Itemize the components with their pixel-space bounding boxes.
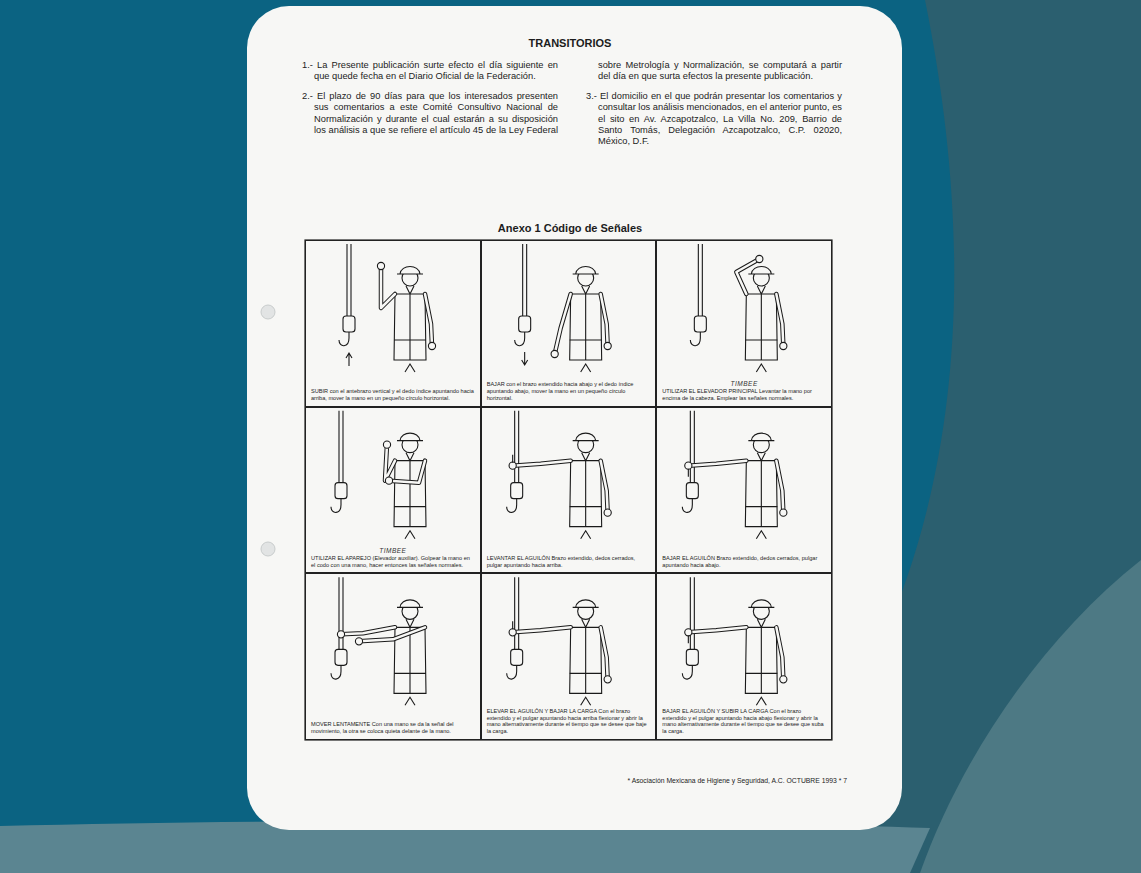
- signal-caption: BAJAR EL AGUILÓN Brazo extendido, dedos …: [657, 555, 831, 573]
- signal-caption: MOVER LENTAMENTE Con una mano se da la s…: [306, 721, 480, 739]
- signal-cell: TIMBEEUTILIZAR EL ELEVADOR PRINCIPAL Lev…: [656, 240, 832, 407]
- signal-figure: [507, 411, 612, 539]
- signal-caption: ELEVAR EL AGUILÓN Y BAJAR LA CARGA Con e…: [482, 708, 656, 739]
- annex-title: Anexo 1 Código de Señales: [300, 222, 840, 234]
- signal-figure: [682, 577, 787, 705]
- signal-figure: [331, 577, 426, 705]
- signal-cell: TIMBEEUTILIZAR EL APAREJO (Elevador auxi…: [305, 407, 481, 574]
- signal-caption: UTILIZAR EL ELEVADOR PRINCIPAL Levantar …: [657, 388, 831, 406]
- transitory-paragraph: 1.- La Presente publicación surte efecto…: [302, 60, 558, 82]
- signal-caption: UTILIZAR EL APAREJO (Elevador auxiliar).…: [306, 555, 480, 573]
- handwritten-note: TIMBEE: [657, 380, 831, 388]
- signal-figure: [339, 244, 436, 372]
- signal-cell: LEVANTAR EL AGUILÓN Brazo extendido, ded…: [481, 407, 657, 574]
- handwritten-note: TIMBEE: [306, 547, 480, 555]
- light-swoosh: [920, 560, 1141, 873]
- signal-cell: BAJAR EL AGUILÓN Y SUBIR LA CARGA Con el…: [656, 573, 832, 740]
- signal-cell: SUBIR con el antebrazo vertical y el ded…: [305, 240, 481, 407]
- signal-figure: [682, 411, 787, 539]
- signal-cell: BAJAR EL AGUILÓN Brazo extendido, dedos …: [656, 407, 832, 574]
- signal-cell: MOVER LENTAMENTE Con una mano se da la s…: [305, 573, 481, 740]
- signal-figure: [515, 244, 612, 372]
- punch-hole: [261, 305, 275, 319]
- paper-sheet: [247, 6, 902, 830]
- signal-caption: BAJAR EL AGUILÓN Y SUBIR LA CARGA Con el…: [657, 708, 831, 739]
- signal-figure: [507, 577, 612, 705]
- transitory-columns: 1.- La Presente publicación surte efecto…: [302, 60, 842, 218]
- signal-caption: SUBIR con el antebrazo vertical y el ded…: [306, 388, 480, 406]
- signal-caption: BAJAR con el brazo extendido hacia abajo…: [482, 381, 656, 405]
- page-title: TRANSITORIOS: [300, 37, 840, 49]
- transitory-paragraph: 3.- El domicilio en el que podrán presen…: [586, 91, 842, 147]
- signal-figure: [331, 411, 426, 539]
- signal-caption: LEVANTAR EL AGUILÓN Brazo extendido, ded…: [482, 555, 656, 573]
- signal-cell: BAJAR con el brazo extendido hacia abajo…: [481, 240, 657, 407]
- signal-cell: ELEVAR EL AGUILÓN Y BAJAR LA CARGA Con e…: [481, 573, 657, 740]
- signal-figure: [690, 244, 787, 372]
- grid-frame: [305, 240, 832, 740]
- footer-note: * Asociación Mexicana de Higiene y Segur…: [520, 777, 847, 784]
- punch-hole: [261, 542, 275, 556]
